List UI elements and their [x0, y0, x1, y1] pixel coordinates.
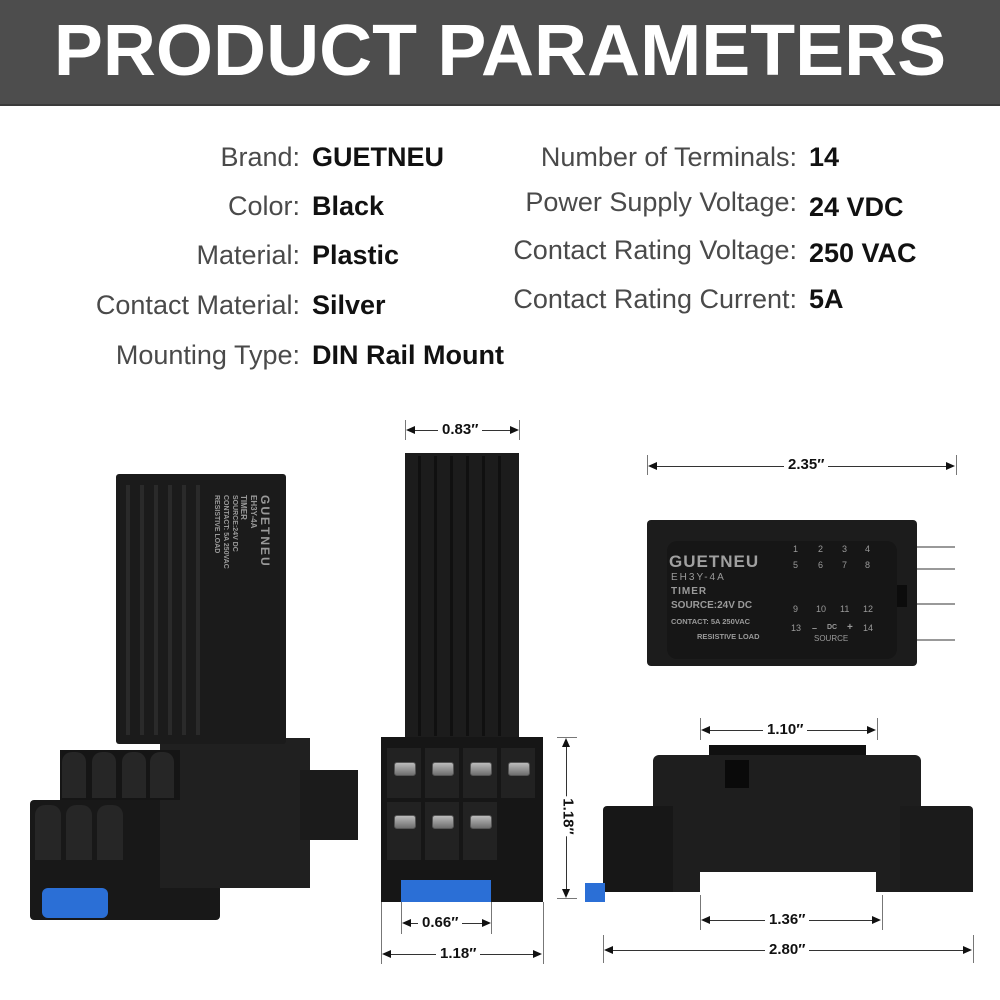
relay-load: RESISTIVE LOAD [697, 632, 760, 641]
rib [182, 485, 186, 735]
dim-clip-width: 0.66″ [418, 914, 463, 931]
spec-label: Material: [196, 240, 300, 270]
spec-label: Mounting Type: [115, 340, 300, 370]
terminal [66, 805, 92, 860]
rib [140, 485, 144, 735]
terminal-screw [394, 762, 416, 776]
pin [917, 568, 955, 570]
spec-value: Black [312, 191, 385, 221]
terminal [122, 752, 146, 798]
spec-value: Silver [312, 290, 386, 320]
dim-base-width: 1.18″ [436, 945, 481, 962]
relay-brand: GUETNEU [669, 552, 760, 571]
rib [196, 485, 200, 735]
base-foot [300, 770, 358, 840]
dim-base-rail-gap: 1.36″ [765, 911, 810, 928]
dim-relay-width: 0.83″ [438, 421, 483, 438]
spec-label: Color: [227, 191, 300, 221]
base-left-wing [603, 806, 673, 892]
relay-contact-rotated: CONTACT: 5A 250VAC [222, 495, 229, 569]
dim-relay-length: 2.35″ [784, 456, 829, 473]
relay-contact: CONTACT: 5A 250VAC [671, 617, 751, 626]
spec-value: GUETNEU [312, 142, 445, 172]
terminal [150, 752, 174, 798]
relay-type-rotated: TIMER [239, 495, 248, 520]
page-title: PRODUCT PARAMETERS [53, 11, 947, 91]
base-body-side [653, 755, 921, 892]
terminal-screw [470, 762, 492, 776]
rib [168, 485, 172, 735]
spec-label: Brand: [220, 142, 300, 172]
relay-source-rotated: SOURCE:24V DC [231, 495, 238, 552]
pin [917, 639, 955, 641]
relay-model: EH3Y-4A [671, 572, 726, 583]
spec-label: Number of Terminals: [540, 142, 797, 172]
din-clip-blue [585, 883, 605, 902]
rib [154, 485, 158, 735]
relay-body-front [405, 453, 519, 738]
base-right-wing [900, 806, 973, 892]
header-banner: PRODUCT PARAMETERS [0, 0, 1000, 106]
relay-source: SOURCE:24V DC [671, 600, 753, 611]
spec-label: Contact Rating Current: [513, 284, 797, 314]
spec-label: Power Supply Voltage: [525, 187, 797, 217]
base-side [160, 738, 310, 888]
relay-load-rotated: RESISTIVE LOAD [213, 495, 220, 554]
relay-body [116, 474, 286, 744]
terminal-screw [508, 762, 530, 776]
terminal [62, 752, 86, 798]
dim-base-height: 1.18″ [559, 796, 577, 837]
spec-label: Contact Rating Voltage: [513, 235, 797, 265]
terminal-screw [394, 815, 416, 829]
spec-value: 250 VAC [809, 238, 917, 268]
din-clip-blue [401, 880, 491, 902]
terminal [35, 805, 61, 860]
terminal-screw [432, 815, 454, 829]
terminal [97, 805, 123, 860]
pin [917, 603, 955, 605]
dim-base-top-width: 1.10″ [763, 721, 808, 738]
din-clip-blue [42, 888, 108, 918]
relay-type: TIMER [671, 586, 708, 597]
relay-model-rotated: EH3Y-4A [249, 495, 258, 529]
rib [126, 485, 130, 735]
spec-value: Plastic [312, 240, 400, 270]
spec-label: Contact Material: [95, 290, 300, 320]
terminal-screw [470, 815, 492, 829]
terminal [92, 752, 116, 798]
relay-brand-rotated: GUETNEU [258, 495, 272, 568]
spec-value: 14 [809, 142, 840, 172]
spec-value: DIN Rail Mount [312, 340, 504, 370]
dim-base-length: 2.80″ [765, 941, 810, 958]
terminal-screw [432, 762, 454, 776]
pin [917, 546, 955, 548]
spec-value: 5A [809, 284, 844, 314]
spec-value: 24 VDC [809, 192, 904, 222]
